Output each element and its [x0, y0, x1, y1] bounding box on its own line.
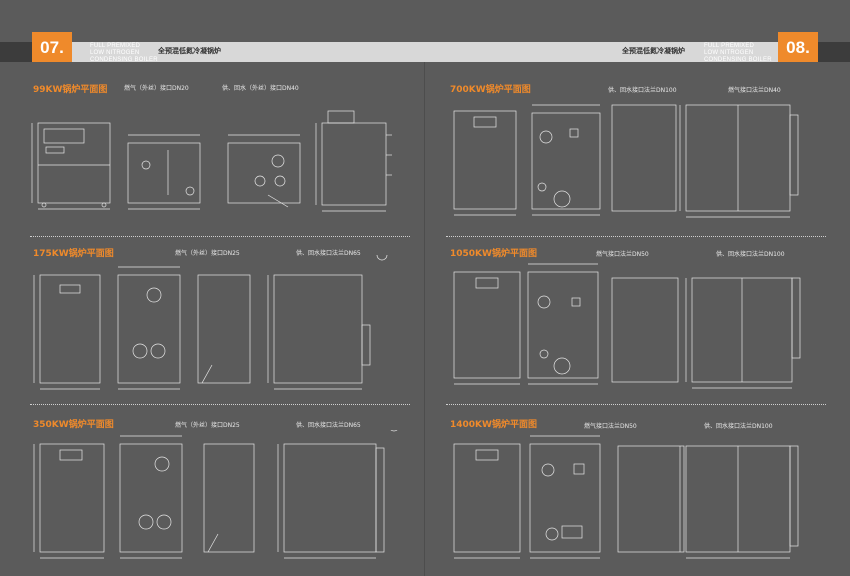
section-title-175kw: 175KW锅炉平面图 — [33, 249, 114, 259]
water-note-350kw: 供、回水接口法兰DN65 — [296, 422, 361, 429]
right-subtitle: FULL PREMIXED LOW NITROGEN CONDENSING BO… — [704, 43, 772, 64]
section-divider — [30, 404, 410, 405]
right-page-number: 08. — [778, 32, 818, 62]
left-subtitle: FULL PREMIXED LOW NITROGEN CONDENSING BO… — [90, 43, 158, 64]
drawing-1400kw — [446, 418, 826, 570]
water-note-175kw: 供、回水接口法兰DN65 — [296, 250, 361, 257]
section-divider — [446, 404, 826, 405]
drawing-175kw — [28, 249, 418, 395]
gas-note-1400kw: 燃气接口法兰DN50 — [584, 423, 637, 430]
right-chinese-title: 全预混低氮冷凝锅炉 — [622, 47, 685, 55]
subtitle-line: CONDENSING BOILER — [90, 57, 158, 63]
subtitle-line: LOW NITROGEN — [90, 50, 140, 56]
water-note-700kw: 供、回水接口法兰DN100 — [608, 87, 677, 94]
water-note-99kw: 供、回水（外丝）接口DN40 — [222, 85, 299, 92]
drawing-350kw — [28, 420, 418, 570]
drawing-700kw — [446, 81, 826, 230]
water-note-1400kw: 供、回水接口法兰DN100 — [704, 423, 773, 430]
subtitle-line: FULL PREMIXED — [704, 43, 755, 49]
gas-note-175kw: 燃气（外丝）接口DN25 — [175, 250, 240, 257]
left-chinese-title: 全预混低氮冷凝锅炉 — [158, 47, 221, 55]
section-title-350kw: 350KW锅炉平面图 — [33, 420, 114, 430]
gas-note-700kw: 燃气接口法兰DN40 — [728, 87, 781, 94]
subtitle-line: FULL PREMIXED — [90, 43, 141, 49]
page-spine — [424, 62, 425, 576]
section-divider — [30, 236, 410, 237]
section-title-1050kw: 1050KW锅炉平面图 — [450, 249, 537, 259]
section-divider — [446, 236, 826, 237]
section-title-1400kw: 1400KW锅炉平面图 — [450, 420, 537, 430]
gas-note-350kw: 燃气（外丝）接口DN25 — [175, 422, 240, 429]
drawing-1050kw — [446, 244, 826, 393]
water-note-1050kw: 供、回水接口法兰DN100 — [716, 251, 785, 258]
section-title-99kw: 99KW锅炉平面图 — [33, 85, 108, 95]
left-page-number: 07. — [32, 32, 72, 62]
drawing-99kw — [28, 73, 418, 230]
gas-note-99kw: 燃气（外丝）接口DN20 — [124, 85, 189, 92]
subtitle-line: CONDENSING BOILER — [704, 57, 772, 63]
subtitle-line: LOW NITROGEN — [704, 50, 754, 56]
gas-note-1050kw: 燃气接口法兰DN50 — [596, 251, 649, 258]
section-title-700kw: 700KW锅炉平面图 — [450, 85, 531, 95]
